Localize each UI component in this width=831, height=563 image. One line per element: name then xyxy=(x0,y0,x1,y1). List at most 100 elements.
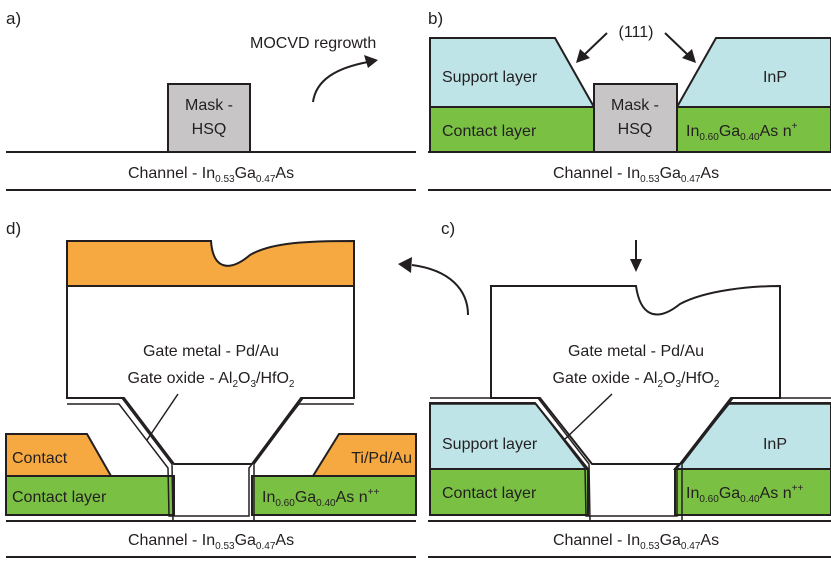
miller-index-label: (111) xyxy=(619,24,654,41)
channel-in-sub: 0.53 xyxy=(640,174,660,185)
panel-label-d: d) xyxy=(6,219,21,238)
ingaas-label-c: In0.60Ga0.40As n++ xyxy=(686,483,803,505)
c-to-d-arrowhead xyxy=(398,257,412,273)
channel-ga: Ga xyxy=(235,165,256,182)
support-layer-label-b: Support layer xyxy=(442,69,538,86)
gate-oxide-o: O xyxy=(238,370,250,387)
mocvd-arrow xyxy=(312,61,369,103)
contact-layer-d xyxy=(5,475,175,516)
gate-oxide-label-c: Gate oxide - Al2O3/HfO2 xyxy=(553,370,720,390)
contact-layer-label-b: Contact layer xyxy=(442,123,537,140)
miller-arrowhead-right xyxy=(682,49,696,63)
gate-oxide-sub1: 2 xyxy=(232,379,238,390)
ingaas-ga-sub: 0.40 xyxy=(316,498,336,509)
ingaas-in-sub: 0.60 xyxy=(699,494,719,505)
channel-ga-sub: 0.47 xyxy=(681,541,701,552)
gate-oxide-inner-d xyxy=(67,403,354,517)
channel-text: Channel - In xyxy=(128,165,215,182)
ingaas-in-sub: 0.60 xyxy=(699,132,719,143)
miller-arrow-right xyxy=(664,32,689,56)
contact-layer-c xyxy=(429,468,589,516)
channel-in-sub: 0.53 xyxy=(640,541,660,552)
panel-c: c) Gate metal - Pd/Au Gate oxide - Al2O3… xyxy=(428,219,831,558)
mask-label-line1-a: Mask - xyxy=(185,97,233,114)
ingaas-ga: Ga xyxy=(719,485,740,502)
panel-d: d) Gate metal - Pd/Au Gate oxide - Al2O3… xyxy=(5,219,417,558)
channel-ga: Ga xyxy=(660,532,681,549)
gate-oxide-label-d: Gate oxide - Al2O3/HfO2 xyxy=(128,370,295,390)
channel-as: As xyxy=(700,165,719,182)
miller-arrow-left xyxy=(583,32,608,56)
gate-oxide-leader-d xyxy=(146,393,179,441)
gate-metal-label-c: Gate metal - Pd/Au xyxy=(568,343,704,360)
ingaas-ga: Ga xyxy=(719,123,740,140)
gate-oxide-sub2: 3 xyxy=(250,379,256,390)
panel-label-c: c) xyxy=(441,219,455,238)
gate-oxide-hfo: /HfO xyxy=(256,370,289,387)
ingaas-doping: ++ xyxy=(792,483,804,494)
gate-oxide-sub2: 3 xyxy=(675,379,681,390)
miller-arrowhead-left xyxy=(576,49,590,63)
channel-ga-sub: 0.47 xyxy=(256,541,276,552)
gate-oxide-leader-c xyxy=(563,393,613,441)
panel-b: b) Mask - HSQ Support layer InP Contact … xyxy=(428,9,831,191)
channel-in-sub: 0.53 xyxy=(215,541,235,552)
panel-a: a) Mask - HSQ MOCVD regrowth Channel - I… xyxy=(6,9,416,191)
contact-layer-label-d: Contact layer xyxy=(12,489,107,506)
channel-text: Channel - In xyxy=(128,532,215,549)
c-to-d-arrow xyxy=(411,264,469,316)
channel-label-a: Channel - In0.53Ga0.47As xyxy=(128,165,294,185)
panel-label-b: b) xyxy=(428,9,443,28)
ingaas-doping: + xyxy=(792,121,798,132)
ingaas-contact-c xyxy=(674,468,831,516)
gate-oxide-hfo: /HfO xyxy=(681,370,714,387)
ingaas-ga-sub: 0.40 xyxy=(740,132,760,143)
channel-ga: Ga xyxy=(235,532,256,549)
ingaas-label-b: In0.60Ga0.40As n+ xyxy=(686,121,798,143)
mocvd-arrowhead xyxy=(364,55,378,68)
channel-in-sub: 0.53 xyxy=(215,174,235,185)
contact-layer-label-c: Contact layer xyxy=(442,485,537,502)
gate-oxide-al: Gate oxide - Al xyxy=(553,370,658,387)
ingaas-in: In xyxy=(262,489,275,506)
gate-oxide-sub3: 2 xyxy=(714,379,720,390)
panel-label-a: a) xyxy=(6,9,21,28)
gate-oxide-o: O xyxy=(663,370,675,387)
inp-label-b: InP xyxy=(763,69,787,86)
gate-oxide-al: Gate oxide - Al xyxy=(128,370,233,387)
ingaas-ga: Ga xyxy=(295,489,316,506)
support-layer-label-c: Support layer xyxy=(442,436,538,453)
ingaas-contact-d xyxy=(251,475,417,516)
ingaas-as: As n xyxy=(336,489,368,506)
channel-ga-sub: 0.47 xyxy=(681,174,701,185)
channel-text: Channel - In xyxy=(553,165,640,182)
gate-oxide-sub3: 2 xyxy=(289,379,295,390)
gate-metal-label-d: Gate metal - Pd/Au xyxy=(143,343,279,360)
mask-hsq-b xyxy=(593,83,678,153)
channel-label-c: Channel - In0.53Ga0.47As xyxy=(553,532,719,552)
channel-as: As xyxy=(275,532,294,549)
ingaas-in: In xyxy=(686,485,699,502)
channel-text: Channel - In xyxy=(553,532,640,549)
ingaas-in-sub: 0.60 xyxy=(275,498,295,509)
channel-ga-sub: 0.47 xyxy=(256,174,276,185)
gate-oxide-sub1: 2 xyxy=(657,379,663,390)
ti-pd-au-label-d: Ti/Pd/Au xyxy=(351,450,412,467)
ingaas-as: As n xyxy=(760,485,792,502)
channel-as: As xyxy=(275,165,294,182)
inp-label-c: InP xyxy=(763,436,787,453)
ingaas-ga-sub: 0.40 xyxy=(740,494,760,505)
ingaas-contact-b xyxy=(676,106,831,153)
gate-oxide-inner-c xyxy=(430,403,831,517)
channel-label-b: Channel - In0.53Ga0.47As xyxy=(553,165,719,185)
down-arrowhead xyxy=(630,259,642,272)
ingaas-as: As n xyxy=(760,123,792,140)
inp-b xyxy=(675,37,831,108)
ingaas-in: In xyxy=(686,123,699,140)
ingaas-label-d: In0.60Ga0.40As n++ xyxy=(262,487,379,509)
contact-label-d: Contact xyxy=(12,450,68,467)
ingaas-doping: ++ xyxy=(368,487,380,498)
contact-layer-b xyxy=(429,106,595,153)
gate-metal-top-d xyxy=(66,239,355,287)
